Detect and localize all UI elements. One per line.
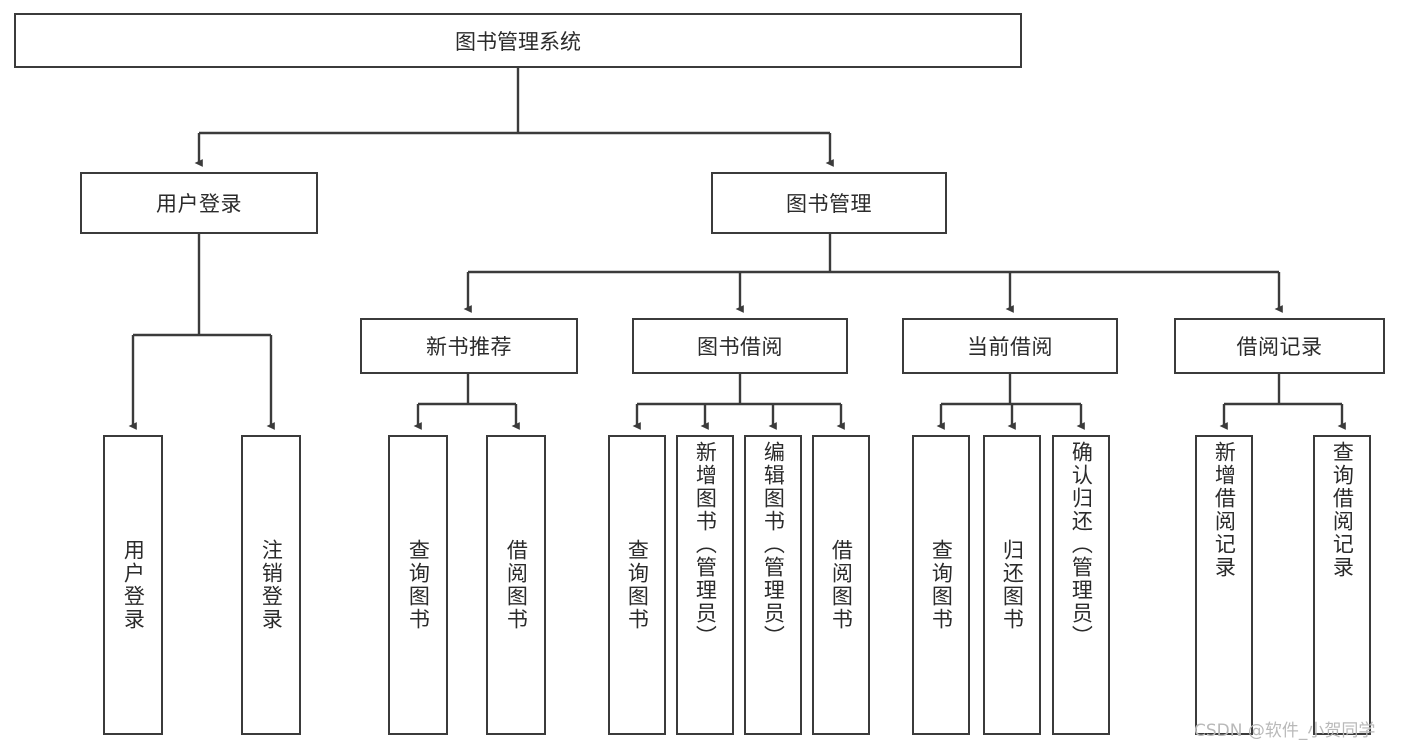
csdn-watermark: CSDN @软件_小贺同学 <box>1194 721 1376 741</box>
leaf-label: 归还图书 <box>1000 539 1025 631</box>
node-user-login[interactable]: 用户登录 <box>80 172 318 234</box>
node-new-book-recommend-label: 新书推荐 <box>426 335 512 359</box>
node-book-manage-label: 图书管理 <box>786 192 872 216</box>
leaf-node-query-borrow-record[interactable]: 查询借阅记录 <box>1313 435 1371 735</box>
leaf-label: 新增借阅记录 <box>1212 441 1237 579</box>
leaf-node-edit-book-admin[interactable]: 编辑图书（管理员） <box>744 435 802 735</box>
leaf-label: 用户登录 <box>121 539 146 631</box>
node-book-borrow-label: 图书借阅 <box>697 335 783 359</box>
leaf-node-user-login[interactable]: 用户登录 <box>103 435 163 735</box>
leaf-node-borrow-book[interactable]: 借阅图书 <box>812 435 870 735</box>
leaf-label: 查询图书 <box>406 539 431 631</box>
node-borrow-record[interactable]: 借阅记录 <box>1174 318 1385 374</box>
leaf-label: 查询借阅记录 <box>1330 441 1355 579</box>
node-book-manage[interactable]: 图书管理 <box>711 172 947 234</box>
leaf-label: 新增图书（管理员） <box>693 441 718 648</box>
node-borrow-record-label: 借阅记录 <box>1236 335 1323 359</box>
leaf-label: 编辑图书（管理员） <box>761 441 786 648</box>
node-new-book-recommend[interactable]: 新书推荐 <box>360 318 578 374</box>
leaf-node-borrow-book-recommend[interactable]: 借阅图书 <box>486 435 546 735</box>
leaf-label: 借阅图书 <box>829 539 854 631</box>
node-book-borrow[interactable]: 图书借阅 <box>632 318 848 374</box>
leaf-node-return-book[interactable]: 归还图书 <box>983 435 1041 735</box>
node-current-borrow-label: 当前借阅 <box>967 335 1053 359</box>
leaf-label: 注销登录 <box>259 539 284 631</box>
leaf-node-confirm-return-admin[interactable]: 确认归还（管理员） <box>1052 435 1110 735</box>
leaf-node-add-book-admin[interactable]: 新增图书（管理员） <box>676 435 734 735</box>
leaf-node-query-book-current[interactable]: 查询图书 <box>912 435 970 735</box>
leaf-node-query-book-borrow[interactable]: 查询图书 <box>608 435 666 735</box>
leaf-label: 查询图书 <box>929 539 954 631</box>
leaf-node-logout[interactable]: 注销登录 <box>241 435 301 735</box>
leaf-node-query-book-recommend[interactable]: 查询图书 <box>388 435 448 735</box>
leaf-label: 借阅图书 <box>504 539 529 631</box>
leaf-label: 查询图书 <box>625 539 650 631</box>
node-root-label: 图书管理系统 <box>455 29 581 54</box>
leaf-node-add-borrow-record[interactable]: 新增借阅记录 <box>1195 435 1253 735</box>
node-user-login-label: 用户登录 <box>156 192 242 216</box>
node-root-system[interactable]: 图书管理系统 <box>14 13 1022 68</box>
leaf-label: 确认归还（管理员） <box>1069 441 1094 648</box>
node-current-borrow[interactable]: 当前借阅 <box>902 318 1118 374</box>
